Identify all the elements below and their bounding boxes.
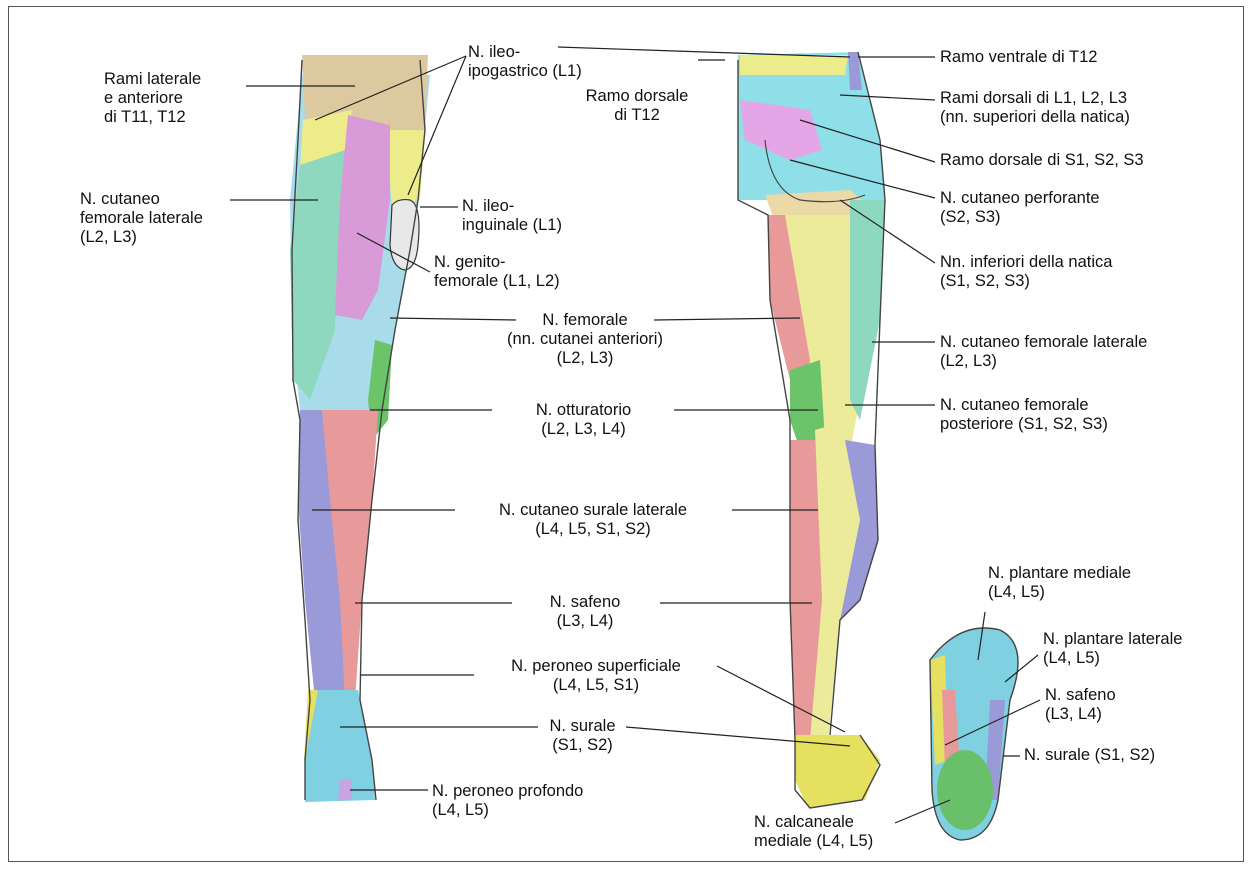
label-n-ileo-inguinale: N. ileo- inguinale (L1) <box>462 197 562 235</box>
label-ramo-ventrale-t12: Ramo ventrale di T12 <box>940 48 1097 67</box>
front-peroneo-profondo-region <box>338 780 352 800</box>
label-n-peroneo-superficiale: N. peroneo superficiale (L4, L5, S1) <box>476 657 716 695</box>
label-n-plantare-mediale: N. plantare mediale (L4, L5) <box>988 564 1131 602</box>
label-n-plantare-laterale: N. plantare laterale (L4, L5) <box>1043 630 1182 668</box>
label-n-cutaneo-femorale-laterale-left: N. cutaneo femorale laterale (L2, L3) <box>80 190 203 247</box>
label-n-surale: N. surale (S1, S2) <box>540 717 625 755</box>
label-n-cutaneo-perforante: N. cutaneo perforante (S2, S3) <box>940 189 1100 227</box>
label-n-safeno-foot: N. safeno (L3, L4) <box>1045 686 1116 724</box>
back-ramo-dorsale-t12-region <box>740 55 848 75</box>
label-n-surale-foot: N. surale (S1, S2) <box>1024 746 1155 765</box>
label-n-cutaneo-surale-laterale: N. cutaneo surale laterale (L4, L5, S1, … <box>458 501 728 539</box>
label-n-ileo-ipogastrico: N. ileo- ipogastrico (L1) <box>468 43 582 81</box>
label-ramo-dorsale-t12: Ramo dorsale di T12 <box>567 87 707 125</box>
label-ramo-dorsale-s: Ramo dorsale di S1, S2, S3 <box>940 151 1144 170</box>
label-n-peroneo-profondo: N. peroneo profondo (L4, L5) <box>432 782 583 820</box>
foot-sole <box>930 628 1018 840</box>
sole-calcaneale-region <box>937 750 993 830</box>
front-leg <box>290 55 430 802</box>
label-n-safeno: N. safeno (L3, L4) <box>515 593 655 631</box>
label-n-cutaneo-femorale-posteriore: N. cutaneo femorale posteriore (S1, S2, … <box>940 396 1108 434</box>
label-nn-inferiori-natica: Nn. inferiori della natica (S1, S2, S3) <box>940 253 1112 291</box>
label-n-femorale: N. femorale (nn. cutanei anteriori) (L2,… <box>495 311 675 368</box>
label-n-otturatorio: N. otturatorio (L2, L3, L4) <box>496 401 671 439</box>
label-n-genito-femorale: N. genito- femorale (L1, L2) <box>434 253 560 291</box>
label-rami-dorsali: Rami dorsali di L1, L2, L3 (nn. superior… <box>940 89 1130 127</box>
label-n-calcaneale: N. calcaneale mediale (L4, L5) <box>754 813 873 851</box>
label-rami-laterale: Rami laterale e anteriore di T11, T12 <box>104 70 201 127</box>
genital-outline <box>390 200 419 270</box>
label-n-cutaneo-femorale-laterale-right: N. cutaneo femorale laterale (L2, L3) <box>940 333 1147 371</box>
